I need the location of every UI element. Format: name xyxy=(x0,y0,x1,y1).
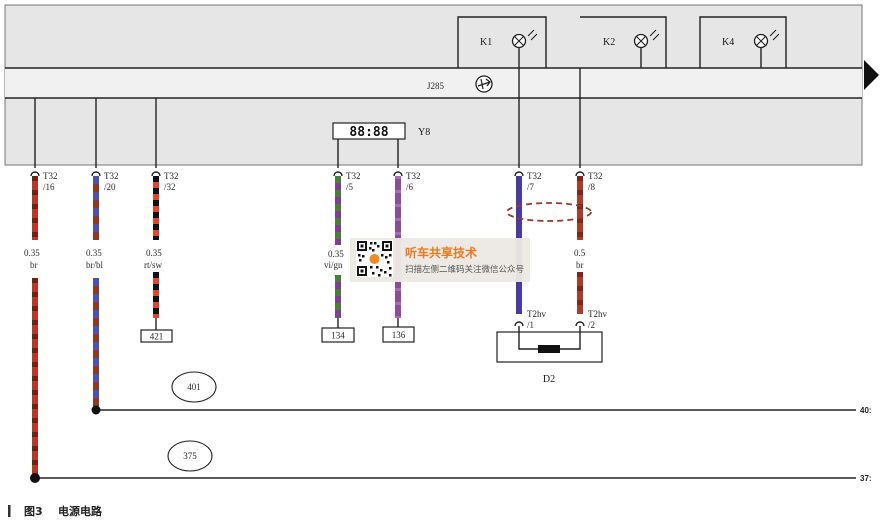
gauge-label: 0.35 xyxy=(146,248,162,258)
pin-label: /32 xyxy=(164,182,176,192)
indicator-k2: K2 xyxy=(580,16,667,68)
continuation-arrow-icon xyxy=(864,60,879,90)
wire-t32-8: T32 /8 0.5 br xyxy=(574,171,603,314)
reference-line-401: 401 40: xyxy=(91,371,872,415)
connector-label: T2hv xyxy=(588,309,607,319)
color-code-label: vi/gn xyxy=(324,260,343,270)
junction-dot xyxy=(30,473,40,483)
terminal-421: 421 xyxy=(140,329,173,343)
indicator-label: K1 xyxy=(480,37,492,48)
caption-title: 电源电路 xyxy=(58,504,103,518)
pin-label: /16 xyxy=(43,182,55,192)
qr-code xyxy=(356,240,393,277)
watermark: 听车共享技术 扫描左侧二维码关注微信公众号 xyxy=(350,238,530,282)
wire-t32-32: T32 /32 0.35 rt/sw xyxy=(144,171,179,330)
reference-line-375: 375 37: xyxy=(30,440,872,483)
pin-label: /5 xyxy=(346,182,354,192)
heater-d2: T2hv /1 T2hv /2 D2 xyxy=(496,309,607,385)
connector-label: T2hv xyxy=(527,309,546,319)
indicator-label: K2 xyxy=(603,37,615,48)
pin-label: /7 xyxy=(527,182,535,192)
pin-label: /2 xyxy=(588,320,595,330)
pin-label: /1 xyxy=(527,320,534,330)
heater-label: D2 xyxy=(543,374,555,385)
connector-label: T32 xyxy=(164,171,179,181)
terminal-label: 136 xyxy=(392,330,406,340)
reference-label: 375 xyxy=(183,451,197,461)
wire-t32-20: T32 /20 0.35 br/bl xyxy=(86,171,119,410)
connector-label: T32 xyxy=(43,171,58,181)
edge-label: 37: xyxy=(860,474,872,483)
connector-label: T32 xyxy=(588,171,603,181)
display-digits: 88:88 xyxy=(349,125,388,140)
display-y8: 88:88 Y8 xyxy=(332,122,430,140)
wire-t32-16: T32 /16 0.35 br xyxy=(24,171,58,478)
terminal-label: 134 xyxy=(331,331,345,341)
pin-label: /20 xyxy=(104,182,116,192)
watermark-subtitle: 扫描左侧二维码关注微信公众号 xyxy=(405,264,524,275)
gauge-label: 0.35 xyxy=(86,248,102,258)
gauge-label: 0.35 xyxy=(24,248,40,258)
color-code-label: br xyxy=(576,260,584,270)
gauge-label: 0.5 xyxy=(574,248,586,258)
color-code-label: br/bl xyxy=(86,260,103,270)
watermark-title: 听车共享技术 xyxy=(405,245,477,260)
control-unit-panel: J285 xyxy=(4,4,879,166)
qr-logo-icon xyxy=(369,254,380,264)
edge-label: 40: xyxy=(860,406,872,415)
color-code-label: br xyxy=(30,260,38,270)
connector-label: T32 xyxy=(346,171,361,181)
connector-pin-icons xyxy=(30,171,585,177)
caption-figure-number: 图3 xyxy=(24,505,43,518)
junction-dot xyxy=(91,405,101,415)
connector-label: T32 xyxy=(406,171,421,181)
lamp-icon xyxy=(633,29,660,49)
indicator-k4: K4 xyxy=(699,16,787,68)
bus-symbol-icon xyxy=(475,75,493,93)
connector-label: T32 xyxy=(527,171,542,181)
color-code-label: rt/sw xyxy=(144,260,163,270)
internal-leads xyxy=(34,47,581,168)
pin-label: /8 xyxy=(588,182,596,192)
component-label: J285 xyxy=(427,81,445,91)
heating-element xyxy=(538,345,560,353)
wire-t32-5: T32 /5 0.35 vi/gn xyxy=(324,171,361,328)
pin-label: /6 xyxy=(406,182,414,192)
terminal-label: 421 xyxy=(150,332,164,342)
reference-label: 401 xyxy=(187,382,201,392)
indicator-label: K4 xyxy=(722,37,734,48)
terminal-134: 134 xyxy=(321,327,355,343)
caption-bar xyxy=(8,505,11,517)
display-label: Y8 xyxy=(418,127,430,138)
connector-label: T32 xyxy=(104,171,119,181)
gauge-label: 0.35 xyxy=(328,249,344,259)
terminal-136: 136 xyxy=(382,326,415,343)
figure-caption: 图3 电源电路 xyxy=(8,504,103,518)
twisted-pair-marker xyxy=(506,202,592,222)
